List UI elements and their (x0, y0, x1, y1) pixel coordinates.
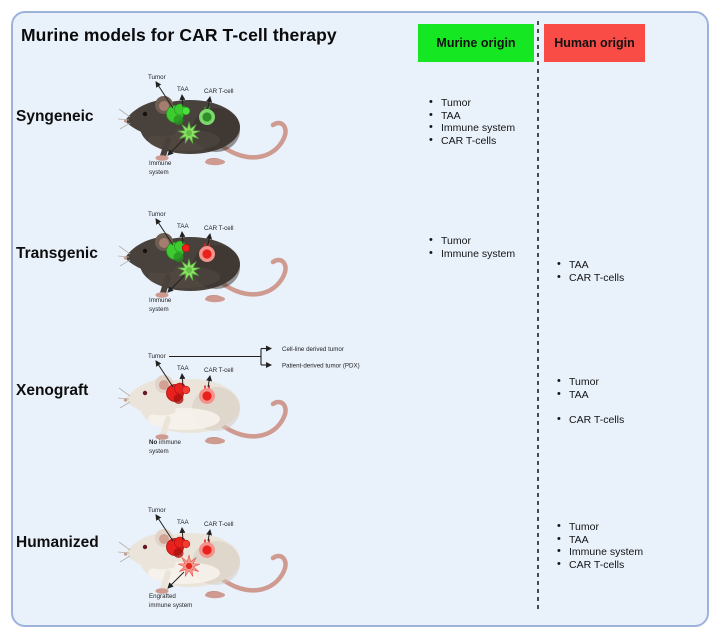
model-name-syngeneic: Syngeneic (16, 108, 94, 125)
part-label-car-t-cell: CAR T-cell (204, 225, 233, 232)
part-label-immune-line2: system (149, 448, 169, 455)
mouse-tail (219, 257, 288, 297)
origin-list-item: Tumor (556, 375, 672, 389)
part-label-tumor: Tumor (148, 74, 166, 81)
human-origin-list-humanized: TumorTAAImmune systemCAR T-cells (556, 520, 672, 572)
origin-list-item: CAR T-cells (556, 413, 672, 427)
part-label-tumor: Tumor (148, 211, 166, 218)
mouse-eye (142, 544, 148, 550)
mouse-eye (142, 390, 148, 396)
taa-mark (181, 243, 191, 253)
figure-title: Murine models for CAR T-cell therapy (21, 25, 337, 45)
part-label-taa: TAA (177, 519, 189, 526)
murine-origin-list-transgenic: TumorImmune system (428, 234, 544, 261)
mouse-tail (219, 399, 288, 439)
origin-list-item: TAA (556, 533, 672, 547)
bracket-label-pdx: Patient-derived tumor (PDX) (282, 363, 360, 370)
taa-mark (181, 385, 191, 395)
part-label-tumor: Tumor (148, 507, 166, 514)
part-label-taa: TAA (177, 86, 189, 93)
taa-mark (181, 106, 191, 116)
murine-origin-list-syngeneic: TumorTAAImmune systemCAR T-cells (428, 96, 544, 148)
bracket-label-cell-line: Cell-line derived tumor (282, 346, 344, 353)
origin-list-item: TAA (428, 109, 544, 123)
legend-badge-murine: Murine origin (418, 24, 534, 62)
part-label-taa: TAA (177, 365, 189, 372)
origin-list-item: Immune system (428, 121, 544, 135)
tumor-bracket (169, 348, 262, 365)
model-name-xenograft: Xenograft (16, 382, 89, 399)
origin-list-item: CAR T-cells (556, 558, 672, 572)
part-label-immune-line2: system (149, 306, 169, 313)
model-name-humanized: Humanized (16, 534, 99, 551)
mouse-whiskers (117, 387, 131, 409)
mouse-tail (219, 120, 288, 160)
part-label-immune: Immune (149, 160, 172, 167)
model-name-transgenic: Transgenic (16, 245, 98, 262)
origin-list-item: Tumor (428, 96, 544, 110)
part-label-immune: Immune (149, 297, 172, 304)
legend-badge-human: Human origin (544, 24, 645, 62)
origin-list-item: TAA (556, 388, 672, 402)
part-label-tumor: Tumor (148, 353, 166, 360)
mouse-whiskers (117, 245, 131, 267)
mouse-whiskers (117, 541, 131, 563)
mouse-eye (142, 248, 148, 254)
mouse-eye (142, 111, 148, 117)
part-label-car-t-cell: CAR T-cell (204, 88, 233, 95)
column-divider (537, 21, 539, 612)
part-label-immune: Engrafted (149, 593, 176, 600)
origin-list-item: Immune system (556, 545, 672, 559)
part-label-car-t-cell: CAR T-cell (204, 367, 233, 374)
mouse-tail (219, 553, 288, 593)
part-label-immune-line2: system (149, 169, 169, 176)
part-label-immune-line2: immune system (149, 602, 192, 609)
origin-list-item: TAA (556, 258, 672, 272)
part-label-immune: No immune (149, 439, 182, 446)
taa-mark (181, 539, 191, 549)
origin-list-item: CAR T-cells (556, 271, 672, 285)
origin-list-item: Tumor (556, 520, 672, 534)
part-label-car-t-cell: CAR T-cell (204, 521, 233, 528)
mouse-whiskers (117, 108, 131, 130)
origin-list-item: Immune system (428, 247, 544, 261)
part-label-taa: TAA (177, 223, 189, 230)
origin-list-item: Tumor (428, 234, 544, 248)
origin-list-item: CAR T-cells (428, 134, 544, 148)
